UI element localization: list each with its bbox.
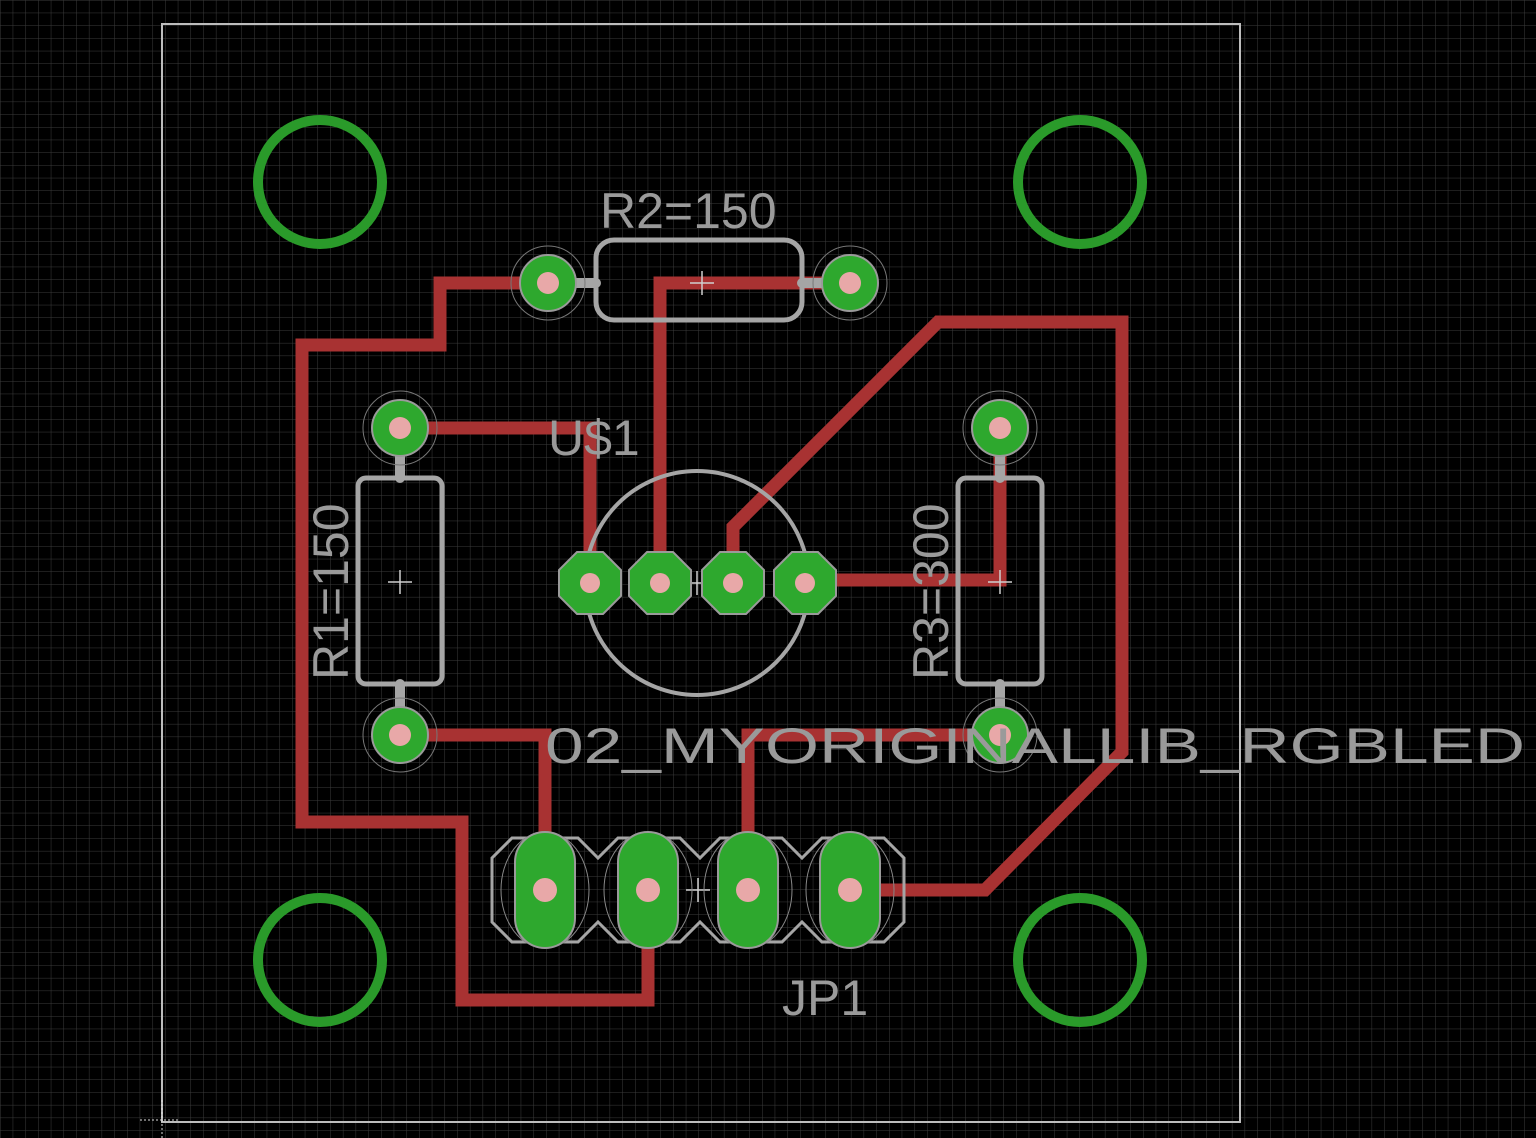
pad-r1-2[interactable] <box>362 697 438 773</box>
pad-jp1-3[interactable] <box>703 831 793 949</box>
pad-r3-2[interactable] <box>962 697 1038 773</box>
pad-r1-1[interactable] <box>362 390 438 466</box>
jp1-outline[interactable] <box>490 836 906 944</box>
trace-r2-to-r1-jp1[interactable] <box>295 276 655 1007</box>
pad-led-3[interactable] <box>701 551 765 615</box>
jp1-pads <box>500 831 895 949</box>
trace-jp1-to-led-diagonal[interactable] <box>726 315 1129 897</box>
mounting-hole-top-right[interactable] <box>1013 115 1147 249</box>
trace-r1-top-to-led[interactable] <box>393 421 597 587</box>
pad-led-1[interactable] <box>558 551 622 615</box>
mounting-holes <box>253 115 1147 1027</box>
label-jp1[interactable]: JP1 <box>782 970 868 1026</box>
pad-jp1-4[interactable] <box>805 831 895 949</box>
pad-r3-1[interactable] <box>962 390 1038 466</box>
label-r1[interactable]: R1=150 <box>303 503 359 680</box>
resistor-pads <box>362 245 1038 773</box>
pad-r2-2[interactable] <box>812 245 888 321</box>
trace-r2-to-led[interactable] <box>653 276 857 587</box>
label-u1[interactable]: U$1 <box>548 410 640 466</box>
pad-led-2[interactable] <box>628 551 692 615</box>
mounting-hole-top-left[interactable] <box>253 115 387 249</box>
pad-r2-1[interactable] <box>510 245 586 321</box>
label-r3[interactable]: R3=300 <box>903 503 959 680</box>
label-r2[interactable]: R2=150 <box>600 183 777 239</box>
led-pads <box>558 551 837 615</box>
pad-jp1-2[interactable] <box>603 831 693 949</box>
label-led-value[interactable]: 02_MYORIGINALLIB_RGBLED <box>545 718 1525 774</box>
pad-jp1-1[interactable] <box>500 831 590 949</box>
mounting-hole-bottom-right[interactable] <box>1013 893 1147 1027</box>
board-outline <box>161 23 1241 1123</box>
origin-marker <box>140 1100 180 1138</box>
pad-led-4[interactable] <box>773 551 837 615</box>
mounting-hole-bottom-left[interactable] <box>253 893 387 1027</box>
